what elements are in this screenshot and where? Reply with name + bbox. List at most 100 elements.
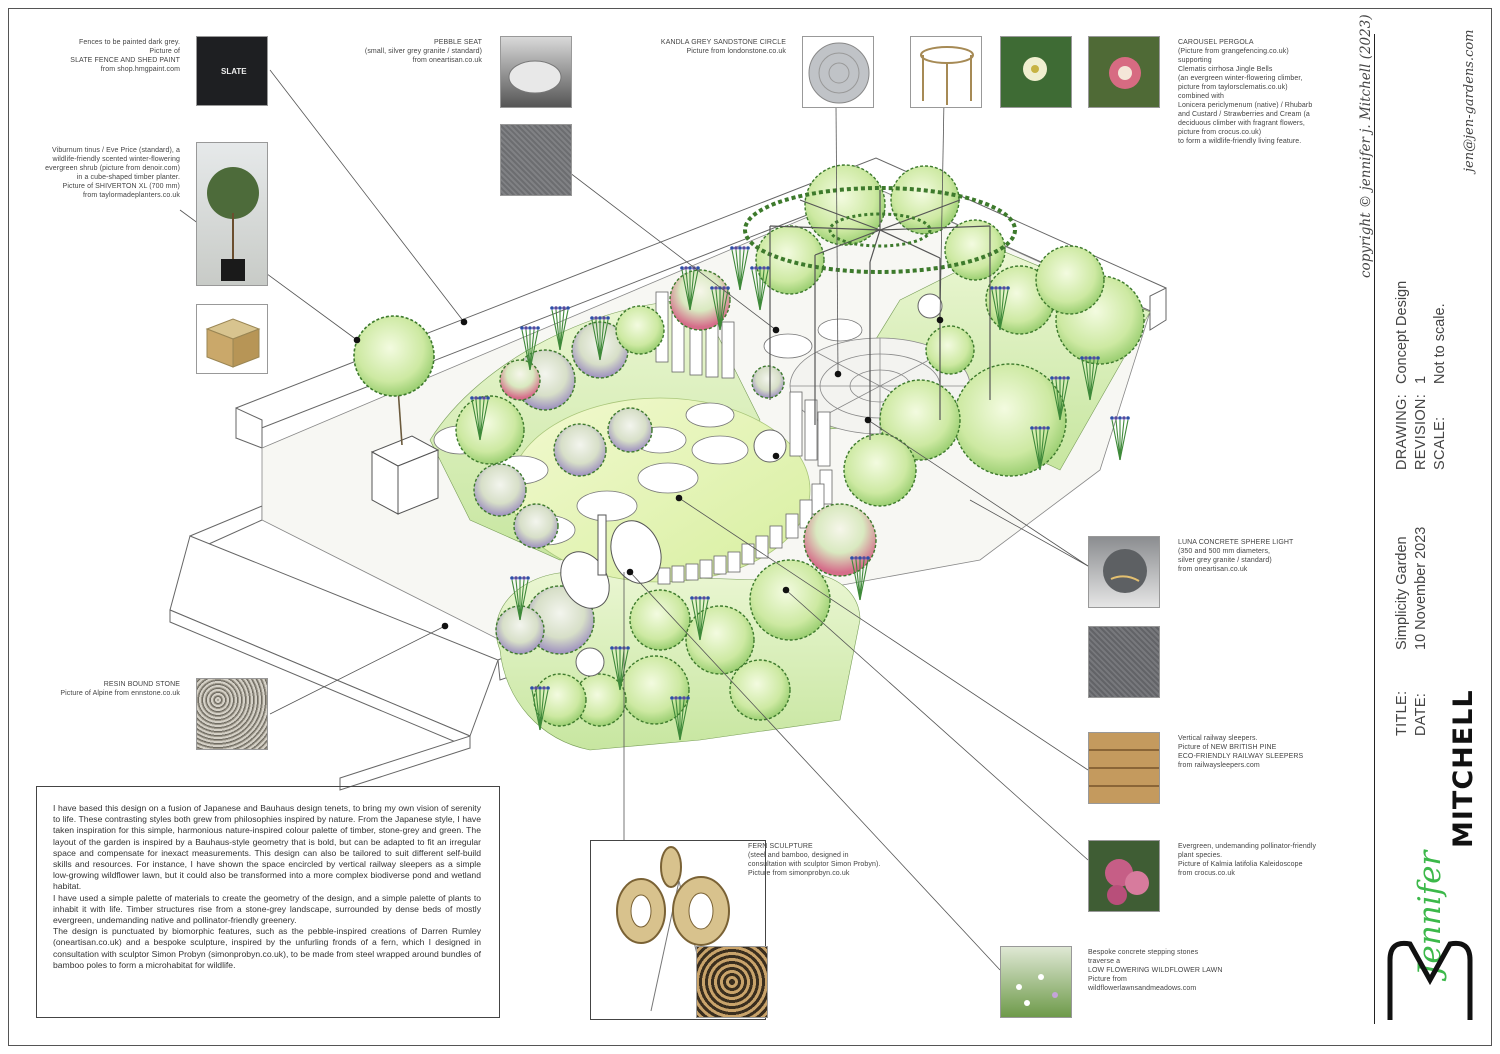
grass-flower (1046, 426, 1050, 430)
viburnum-line-5: Picture of SHIVERTON XL (700 mm) (62, 183, 180, 190)
fern-line-4: Picture from simonprobyn.co.uk (748, 870, 850, 877)
grass-flower (514, 576, 518, 580)
grass-flower (754, 266, 758, 270)
design-statement-para-1: I have based this design on a fusion of … (53, 803, 481, 892)
grass-blade (471, 399, 481, 441)
leader-lines (179, 69, 1089, 971)
grass-flower (862, 556, 866, 560)
fence-annotation: Fences to be painted dark grey. Picture … (40, 38, 180, 74)
sleeper (785, 513, 799, 539)
grass-blade (1119, 419, 1129, 461)
drawing-frame (8, 8, 1492, 1046)
grass-flower (726, 286, 730, 290)
viburnum-line-1: Viburnum tinus / Eve Price (standard), a (52, 147, 180, 154)
shrub (615, 305, 665, 355)
sleepers-annotation: Vertical railway sleepers. Picture of NE… (1178, 734, 1328, 770)
grass-flower (1050, 376, 1054, 380)
scale-value: Not to scale. (1432, 303, 1448, 384)
resin-line-2: Picture of Alpine from ennstone.co.uk (60, 690, 180, 697)
grass-blade (731, 249, 741, 291)
grass-flower (562, 306, 566, 310)
kalmia-photo (1088, 840, 1160, 912)
grass-flower (1118, 416, 1122, 420)
kalmia-line-4: from crocus.co.uk (1178, 870, 1235, 877)
slate-paint-label: SLATE (221, 67, 247, 76)
grass-blade (1031, 429, 1041, 471)
grass-blade (679, 699, 689, 741)
kandla-annotation: KANDLA GREY SANDSTONE CIRCLE Picture fro… (624, 38, 786, 56)
grass-flower (486, 396, 490, 400)
grass-flower (474, 396, 478, 400)
fern-annotation: FERN SCULPTURE (steel and bamboo, design… (748, 842, 918, 878)
grass-blade (521, 329, 531, 371)
grass-flower (854, 556, 858, 560)
revision-value: 1 (1413, 375, 1429, 384)
stepping-line-3: LOW FLOWERING WILDFLOWER LAWN (1088, 967, 1223, 974)
grass-blade (855, 559, 861, 601)
grass-blade (991, 289, 1001, 331)
grass-blade (1089, 359, 1095, 401)
grass-blade (695, 599, 701, 641)
grass-flower (1034, 426, 1038, 430)
pergola-line-1: CAROUSEL PERGOLA (1178, 39, 1254, 46)
grass-flower (1096, 356, 1100, 360)
shrub (953, 363, 1067, 477)
grass-blade (739, 249, 749, 291)
shrub (455, 395, 525, 465)
grass-flower (550, 306, 554, 310)
timber-planter-photo (196, 304, 268, 374)
shrub (803, 503, 877, 577)
drawing-label: DRAWING: (1394, 394, 1410, 470)
sleeper (817, 411, 831, 467)
grass-flower (698, 596, 702, 600)
shrub (751, 365, 785, 399)
grass-flower (990, 286, 994, 290)
grass-flower (684, 266, 688, 270)
sphere-light-photo (1088, 536, 1160, 608)
shrub (1035, 245, 1105, 315)
grass-blade (719, 289, 725, 331)
fence-line-1: Fences to be painted dark grey. (78, 39, 180, 46)
cube-planter (353, 315, 440, 515)
grass-blade (671, 699, 681, 741)
grass-flower (1038, 426, 1042, 430)
kalmia-annotation: Evergreen, undemanding pollinator-friend… (1178, 842, 1328, 878)
date-value: 10 November 2023 (1413, 526, 1429, 650)
grass-blade (531, 689, 541, 731)
grass-flower (670, 696, 674, 700)
shrubs (455, 164, 1145, 727)
shrub (685, 605, 755, 675)
grass-blade (595, 319, 601, 361)
grass-blade (1115, 419, 1121, 461)
grass-flower (1084, 356, 1088, 360)
fern-line-1: FERN SCULPTURE (748, 843, 813, 850)
grass-flower (680, 266, 684, 270)
grass-blade (559, 309, 569, 351)
shrub (749, 559, 831, 641)
grass-flower (706, 596, 710, 600)
grass-flower (610, 646, 614, 650)
pergola-line-6: picture from taylorsclematis.co.uk) (1178, 84, 1288, 91)
grass-flower (866, 556, 870, 560)
stepping-line-2: traverse a (1088, 958, 1121, 965)
grass-blade (859, 559, 865, 601)
grass-flower (850, 556, 854, 560)
grass-blade (599, 319, 605, 361)
grass-flower (1126, 416, 1130, 420)
grass-flower (554, 306, 558, 310)
resin-annotation: RESIN BOUND STONE Picture of Alpine from… (40, 680, 180, 698)
grass-blade (1039, 429, 1045, 471)
design-statement-para-2: I have used a simple palette of material… (53, 892, 481, 926)
shrub (925, 325, 975, 375)
grass-flower (738, 246, 742, 250)
kalmia-line-2: plant species. (1178, 852, 1223, 859)
sleeper (727, 551, 741, 573)
grass-flower (1030, 426, 1034, 430)
grass-flower (710, 286, 714, 290)
grass-blade (551, 309, 561, 351)
title-value: Simplicity Garden (1394, 536, 1410, 650)
sleepers-line-1: Vertical railway sleepers. (1178, 735, 1258, 742)
grass-blade (681, 269, 691, 311)
grass-flower (1062, 376, 1066, 380)
grass-flower (1088, 356, 1092, 360)
